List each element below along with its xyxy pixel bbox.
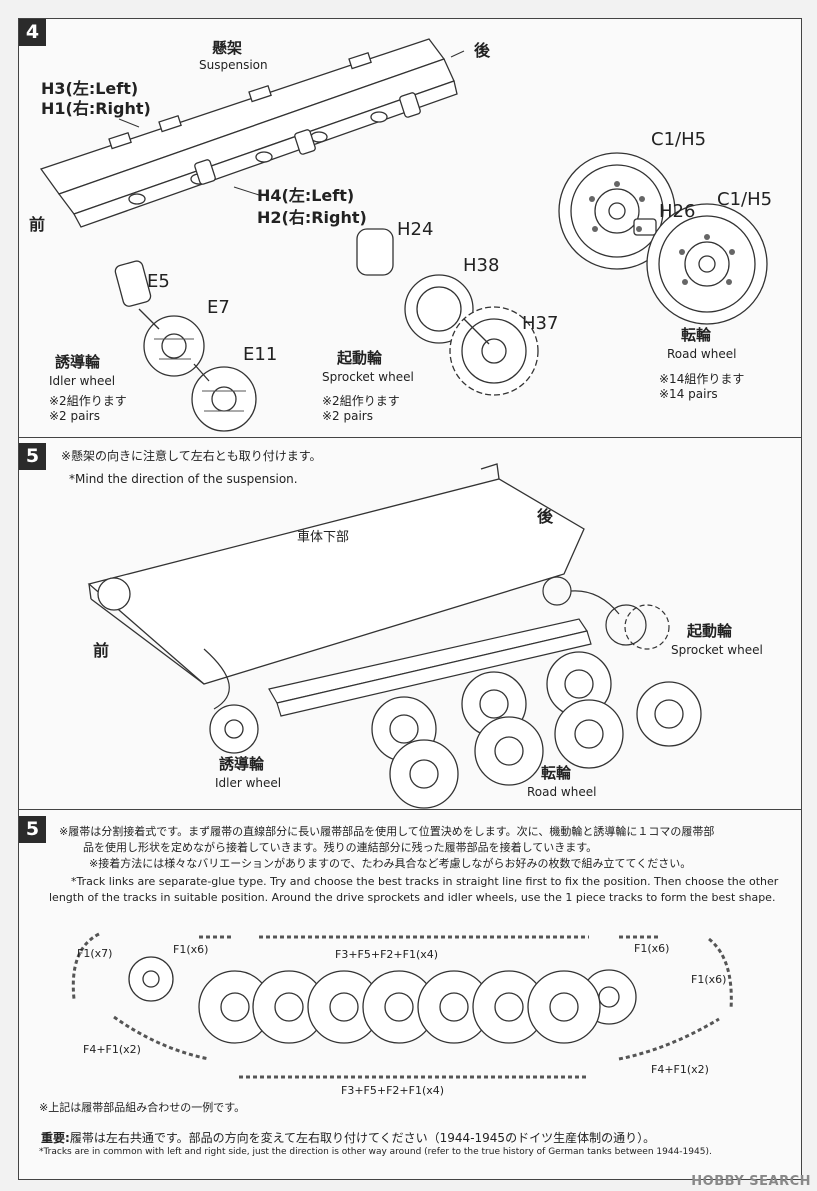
h38-label: H38: [463, 255, 500, 276]
step-4-number: 4: [19, 19, 46, 46]
h1-label: H1(右:Right): [41, 99, 151, 118]
idler-note-jp: ※2組作ります: [49, 394, 127, 408]
h37-label: H37: [522, 313, 559, 334]
front-label: 前: [29, 215, 46, 234]
rear-label: 後: [474, 41, 491, 60]
f3-top-label: F3+F5+F2+F1(x4): [335, 948, 439, 961]
suspension-beam: [39, 38, 458, 228]
h26-label: H26: [659, 201, 696, 222]
h24-label: H24: [397, 219, 434, 240]
suspension-jp-label: 懸架: [212, 39, 243, 57]
road-note-jp: ※14組作ります: [659, 372, 745, 386]
step-5b-number: 5: [19, 816, 46, 843]
track-note-jp-3: ※接着方法には様々なバリエーションがありますので、たわみ具合など考慮しながらお好…: [89, 857, 692, 870]
h2-label: H2(右:Right): [257, 208, 367, 227]
e5-label: E5: [147, 271, 170, 292]
step-5a-note-en: *Mind the direction of the suspension.: [69, 472, 298, 486]
c1h5-bottom-label: C1/H5: [717, 189, 773, 210]
sprocket-note-en: ※2 pairs: [322, 409, 373, 423]
front-label-5a: 前: [93, 641, 110, 660]
example-note: ※上記は履帯部品組み合わせの一例です。: [39, 1101, 246, 1114]
sprocket-en-label-5a: Sprocket wheel: [671, 643, 763, 657]
important-label: 重要:: [41, 1131, 70, 1145]
idler-en-label: Idler wheel: [49, 374, 116, 388]
track-note-en-2: length of the tracks in suitable positio…: [49, 891, 776, 904]
f4-right-label: F4+F1(x2): [651, 1063, 709, 1076]
track-note-en-1: *Track links are separate-glue type. Try…: [71, 875, 779, 888]
road-en-label: Road wheel: [667, 347, 737, 361]
e11-label: E11: [243, 344, 278, 365]
divider-2: [19, 809, 801, 810]
road-jp-label-5a: 転輪: [541, 764, 572, 782]
f1x6-left-label: F1(x6): [173, 943, 209, 956]
sprocket-note-jp: ※2組作ります: [322, 394, 400, 408]
divider-1: [19, 437, 801, 438]
important-line: 重要:履帯は左右共通です。部品の方向を変えて左右取り付けてください（1944-1…: [41, 1129, 655, 1146]
f4-left-label: F4+F1(x2): [83, 1043, 141, 1056]
road-wheel-set: [97, 577, 702, 809]
road-jp-label: 転輪: [681, 326, 712, 344]
idler-jp-label-5a: 誘導輪: [219, 755, 265, 773]
f1x7-label: F1(x7): [77, 947, 113, 960]
track-note-jp-1: ※履帯は分割接着式です。まず履帯の直線部分に長い履帯部品を使用して位置決めをしま…: [59, 825, 715, 838]
e7-label: E7: [207, 297, 230, 318]
track-links: [71, 932, 733, 1079]
road-en-label-5a: Road wheel: [527, 785, 597, 799]
h4-label: H4(左:Left): [257, 186, 355, 205]
track-wheels: [128, 956, 637, 1044]
sprocket-drawing: [356, 228, 539, 396]
hull-jp-label: 車体下部: [297, 530, 350, 545]
sprocket-jp-label-5a: 起動輪: [687, 622, 733, 640]
idler-note-en: ※2 pairs: [49, 409, 100, 423]
road-wheels-drawing: [558, 152, 768, 325]
idler-jp-label: 誘導輪: [55, 353, 101, 371]
h3-label: H3(左:Left): [41, 79, 139, 98]
lower-hull-drawing: [87, 463, 585, 685]
important-jp: 履帯は左右共通です。部品の方向を変えて左右取り付けてください（1944-1945…: [69, 1131, 656, 1145]
sprocket-en-label: Sprocket wheel: [322, 370, 414, 384]
f1x6-right-top-label: F1(x6): [634, 942, 670, 955]
watermark: HOBBY SEARCH: [691, 1174, 811, 1189]
suspension-en-label: Suspension: [199, 58, 268, 72]
track-layout-drawing: [71, 932, 733, 1079]
idler-en-label-5a: Idler wheel: [215, 776, 282, 790]
important-en: *Tracks are in common with left and righ…: [39, 1147, 712, 1157]
step-4-drawing: [39, 38, 768, 432]
step-5a-number: 5: [19, 443, 46, 470]
rear-label-5a: 後: [537, 507, 554, 526]
f3-bottom-label: F3+F5+F2+F1(x4): [341, 1084, 445, 1097]
instruction-sheet: 4: [18, 18, 802, 1180]
track-note-jp-2: 品を使用し形状を定めながら接着していきます。残りの連結部分に残った履帯部品を接着…: [83, 841, 598, 854]
step-5a-note-jp: ※懸架の向きに注意して左右とも取り付けます。: [61, 449, 322, 463]
idler-drawing: [114, 260, 257, 432]
suspension-assembly-drawing: [268, 618, 592, 717]
f1x6-right-label: F1(x6): [691, 973, 727, 986]
step-5a-drawing: [87, 463, 702, 809]
c1h5-top-label: C1/H5: [651, 129, 707, 150]
road-note-en: ※14 pairs: [659, 387, 718, 401]
sprocket-jp-label: 起動輪: [337, 349, 383, 367]
